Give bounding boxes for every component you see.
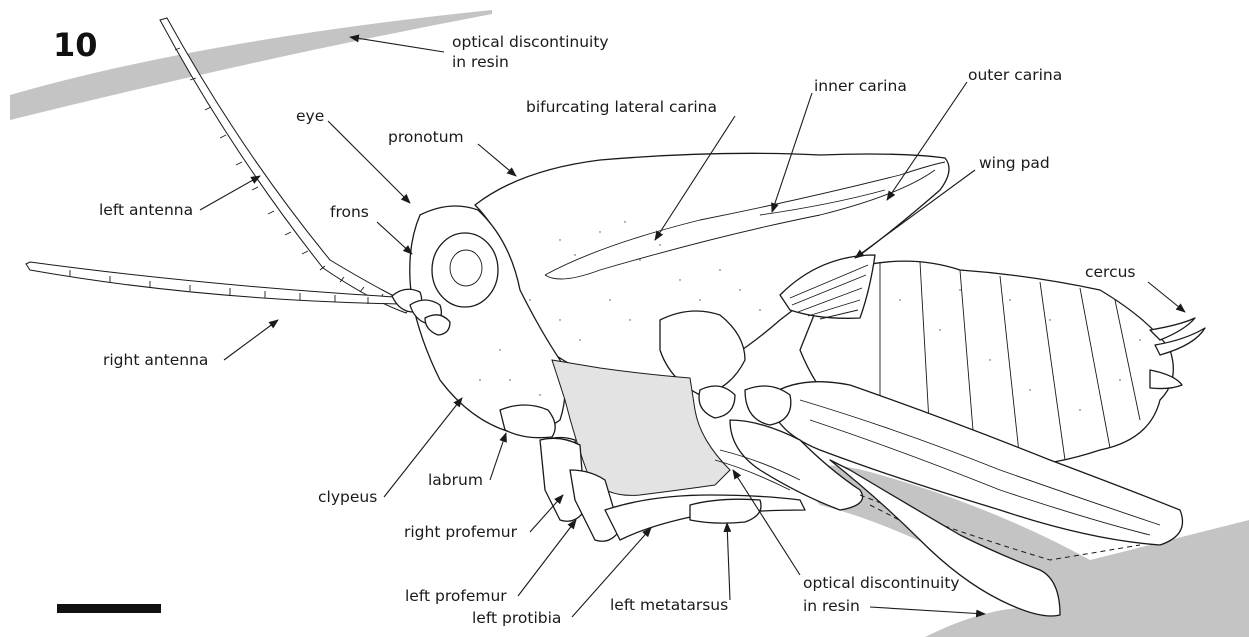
label-optical-bottom-2: in resin xyxy=(803,597,860,615)
figure-number: 10 xyxy=(53,26,98,64)
label-left-metatarsus: left metatarsus xyxy=(610,596,728,614)
label-right-antenna: right antenna xyxy=(103,351,208,369)
label-left-antenna: left antenna xyxy=(99,201,193,219)
label-outer-carina: outer carina xyxy=(968,66,1062,84)
label-optical-bottom-1: optical discontinuity xyxy=(803,574,960,592)
label-right-profemur: right profemur xyxy=(404,523,518,541)
label-labrum: labrum xyxy=(428,471,483,489)
eye-drawing xyxy=(432,233,498,307)
label-left-profemur: left profemur xyxy=(405,587,507,605)
label-left-protibia: left protibia xyxy=(472,609,561,627)
label-clypeus: clypeus xyxy=(318,488,377,506)
label-frons: frons xyxy=(330,203,369,221)
label-optical-top-2: in resin xyxy=(452,53,509,71)
label-optical-top-1: optical discontinuity xyxy=(452,33,609,51)
label-wing-pad: wing pad xyxy=(979,154,1050,172)
label-eye: eye xyxy=(296,107,324,125)
label-cercus: cercus xyxy=(1085,263,1136,281)
label-pronotum: pronotum xyxy=(388,128,464,146)
scale-bar xyxy=(57,604,161,613)
label-inner-carina: inner carina xyxy=(814,77,907,95)
label-bifurcating-carina: bifurcating lateral carina xyxy=(526,98,717,116)
